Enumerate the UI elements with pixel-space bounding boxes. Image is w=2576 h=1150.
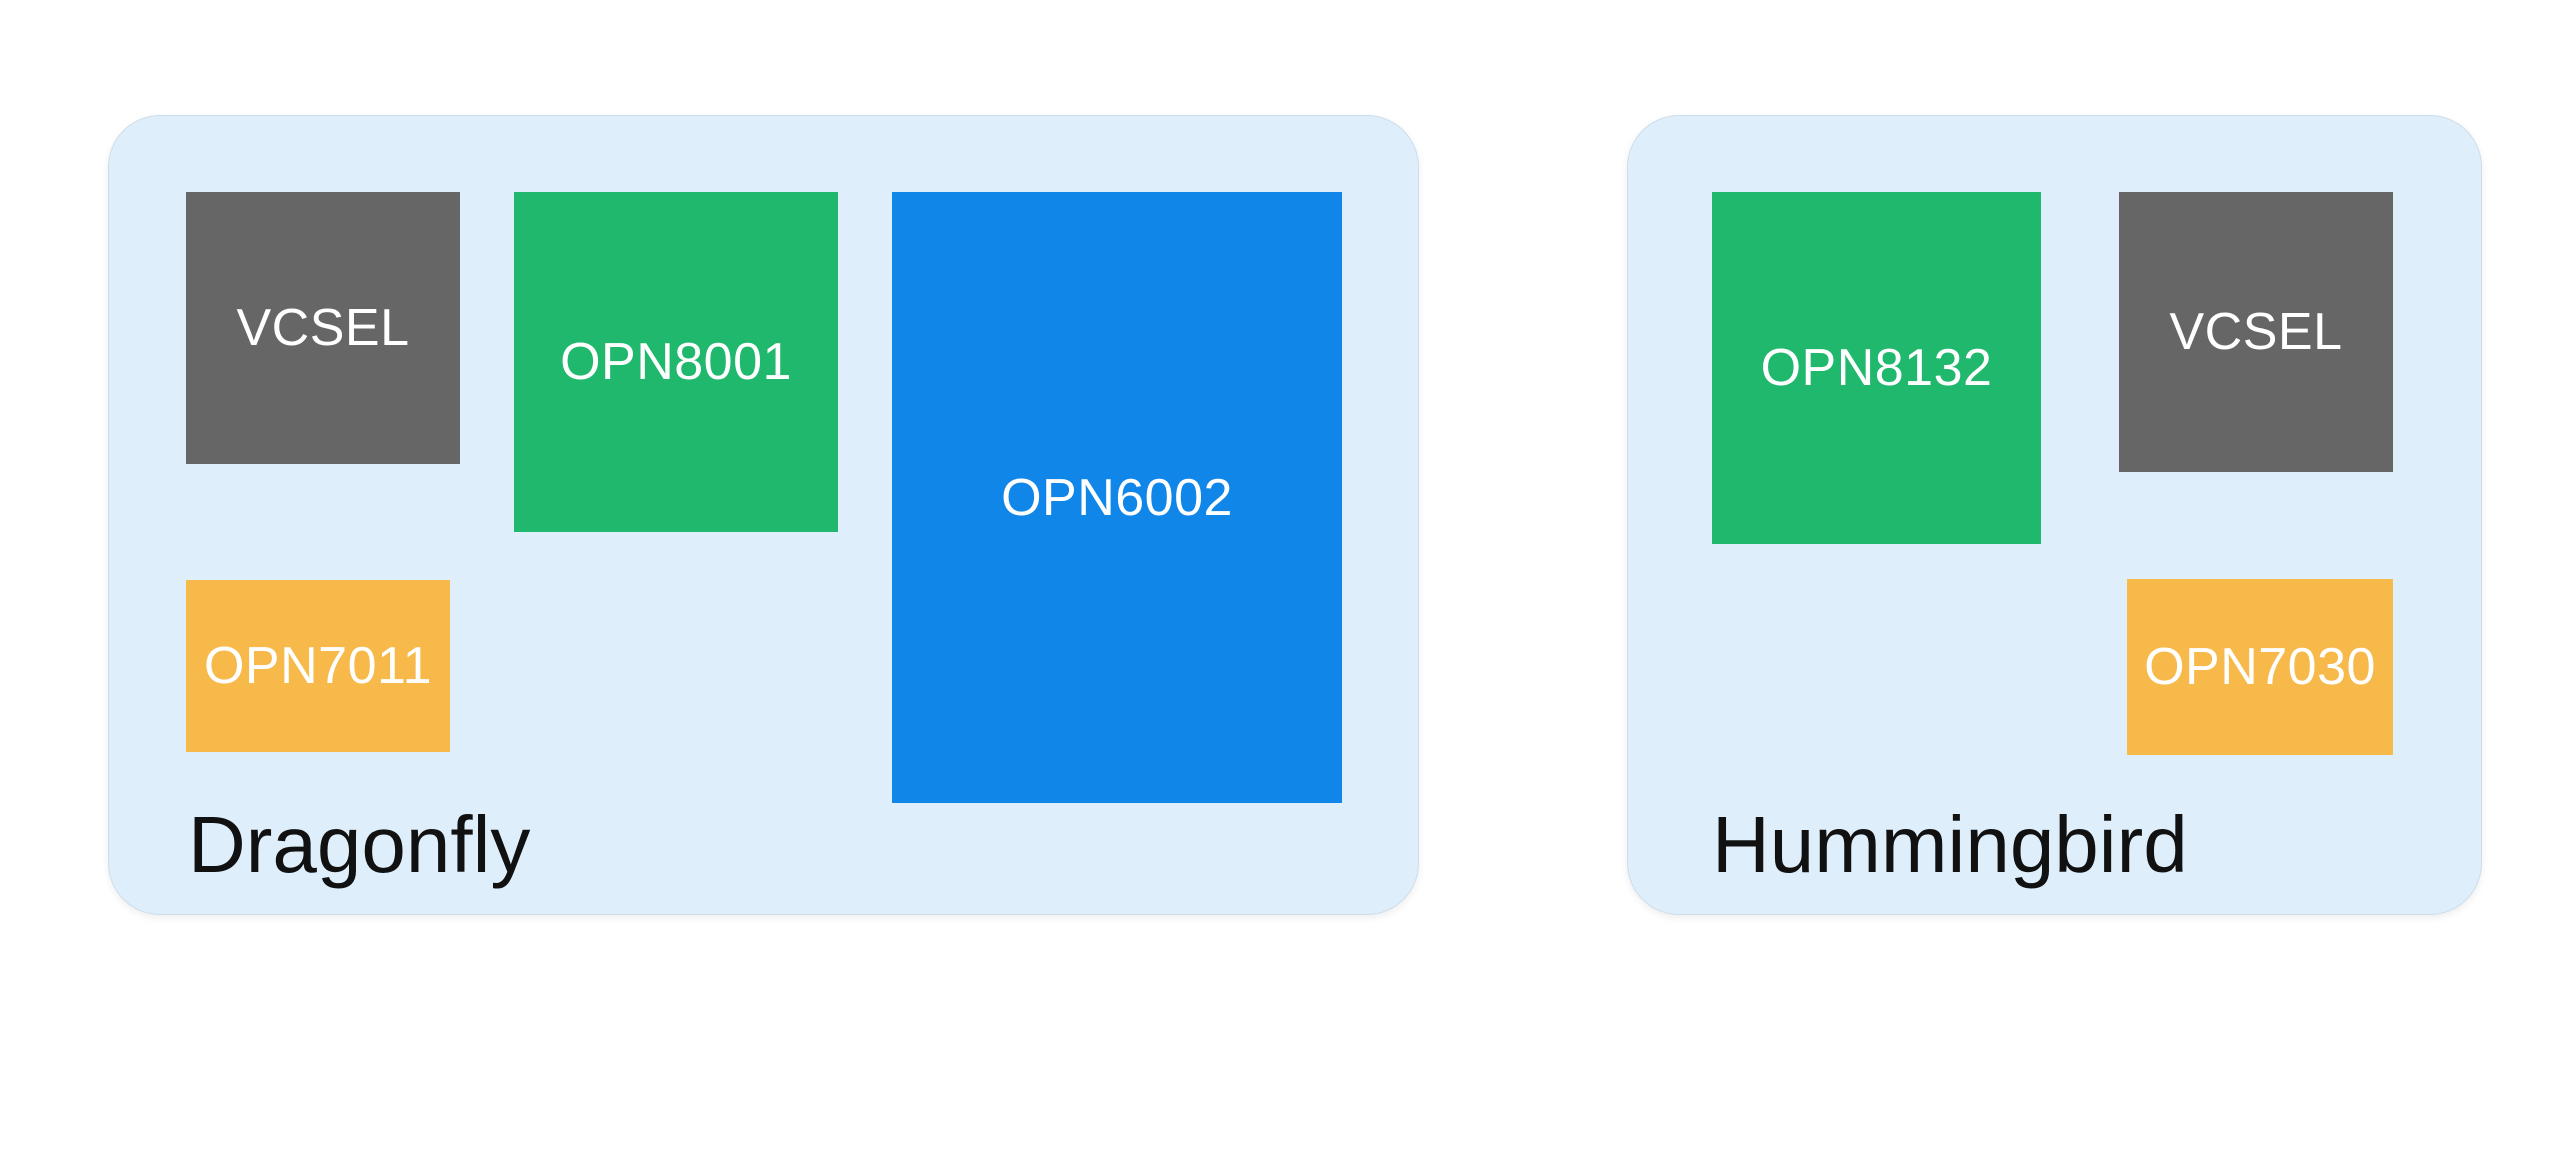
block-vcsel-hummingbird: VCSEL — [2119, 192, 2393, 472]
card-hummingbird: OPN8132 VCSEL OPN7030 Hummingbird — [1627, 115, 2482, 915]
block-opn7030: OPN7030 — [2127, 579, 2393, 755]
block-opn7011: OPN7011 — [186, 580, 450, 752]
block-opn6002: OPN6002 — [892, 192, 1342, 803]
card-title-dragonfly: Dragonfly — [188, 800, 531, 889]
block-vcsel-dragonfly: VCSEL — [186, 192, 460, 464]
block-opn8001: OPN8001 — [514, 192, 838, 532]
card-dragonfly: VCSEL OPN8001 OPN6002 OPN7011 Dragonfly — [108, 115, 1419, 915]
card-title-hummingbird: Hummingbird — [1712, 800, 2188, 889]
block-opn8132: OPN8132 — [1712, 192, 2041, 544]
